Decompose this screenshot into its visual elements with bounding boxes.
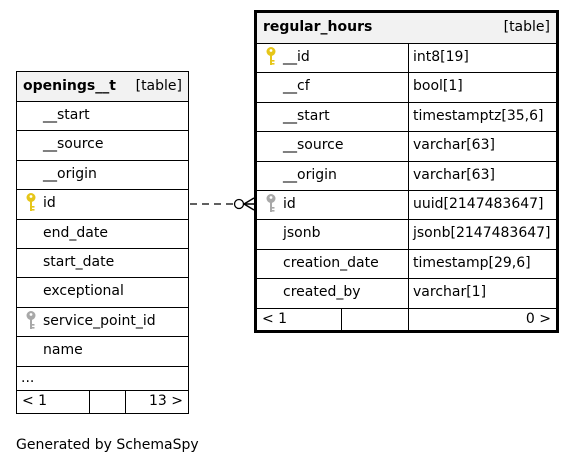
column-row-id[interactable]: __id int8[19] (257, 43, 556, 74)
table-header[interactable]: regular_hours [table] (257, 13, 556, 44)
crow-foot-lower (243, 203, 255, 211)
nav-divider (408, 307, 409, 332)
table-kind: [table] (135, 78, 182, 94)
column-row-jsonb[interactable]: jsonb jsonb[2147483647] (257, 219, 556, 250)
column-row-start[interactable]: __start timestamptz[35,6] (257, 101, 556, 133)
table-openings-t[interactable]: openings__t [table] __start __source __ori… (16, 71, 189, 414)
column-divider (408, 43, 409, 73)
column-row-source[interactable]: __source (17, 130, 188, 161)
more-columns[interactable]: ... (17, 366, 188, 391)
column-name[interactable]: created_by (283, 284, 361, 301)
column-divider (408, 160, 409, 190)
table-name[interactable]: regular_hours (263, 19, 373, 35)
nav-right[interactable]: 0 > (525, 310, 551, 327)
column-type: varchar[63] (413, 137, 495, 154)
column-name[interactable]: id (283, 196, 296, 212)
column-name[interactable]: end_date (43, 224, 108, 241)
column-type: timestamp[29,6] (413, 254, 531, 271)
column-name[interactable]: service_point_id (43, 312, 156, 329)
footer-text: Generated by SchemaSpy (16, 437, 199, 453)
column-name[interactable]: exceptional (43, 283, 124, 300)
column-divider (408, 278, 409, 308)
column-row-creation-date[interactable]: creation_date timestamp[29,6] (257, 248, 556, 280)
table-header[interactable]: openings__t [table] (17, 72, 188, 102)
nav-right[interactable]: 13 > (149, 392, 183, 409)
column-type: int8[19] (413, 49, 469, 65)
column-name[interactable]: __start (43, 107, 90, 123)
column-row-origin[interactable]: __origin varchar[63] (257, 160, 556, 191)
column-type: varchar[1] (413, 284, 487, 301)
nav-divider (341, 307, 342, 332)
column-row-created-by[interactable]: created_by varchar[1] (257, 278, 556, 309)
more-columns-ellipsis[interactable]: ... (21, 369, 35, 386)
column-name[interactable]: __origin (43, 165, 97, 182)
primary-key-icon (266, 47, 276, 65)
column-row-origin[interactable]: __origin (17, 160, 188, 191)
table-nav-row: < 1 0 > (257, 307, 556, 332)
table-kind: [table] (503, 19, 550, 35)
nav-left[interactable]: < 1 (262, 310, 288, 327)
column-name[interactable]: __id (283, 49, 310, 65)
foreign-key-icon (26, 310, 36, 329)
column-row-source[interactable]: __source varchar[63] (257, 131, 556, 162)
nav-left[interactable]: < 1 (22, 392, 48, 409)
column-row-id[interactable]: id (17, 189, 188, 220)
column-name[interactable]: id (43, 195, 56, 212)
column-row-service-point-id[interactable]: service_point_id (17, 307, 188, 338)
column-name[interactable]: __start (283, 107, 330, 124)
column-row-start[interactable]: __start (17, 101, 188, 132)
column-divider (408, 101, 409, 132)
column-divider (408, 219, 409, 249)
column-name[interactable]: name (43, 342, 83, 359)
column-divider (408, 131, 409, 161)
foreign-key-icon (266, 194, 276, 212)
column-name[interactable]: __cf (283, 78, 310, 95)
column-name[interactable]: creation_date (283, 254, 379, 271)
table-name[interactable]: openings__t (23, 78, 116, 94)
column-row-id[interactable]: id uuid[2147483647] (257, 190, 556, 221)
crow-foot-upper (243, 197, 255, 205)
nav-divider (89, 389, 90, 413)
column-type: bool[1] (413, 78, 463, 95)
column-row-cf[interactable]: __cf bool[1] (257, 72, 556, 103)
primary-key-icon (26, 193, 36, 212)
column-name[interactable]: jsonb (283, 225, 321, 242)
column-row-name[interactable]: name (17, 336, 188, 367)
nav-divider (125, 389, 126, 413)
column-row-start-date[interactable]: start_date (17, 248, 188, 279)
column-name[interactable]: start_date (43, 254, 115, 270)
column-name[interactable]: __origin (283, 166, 337, 183)
table-nav-row: < 1 13 > (17, 389, 188, 413)
column-divider (408, 190, 409, 220)
column-type: timestamptz[35,6] (413, 107, 544, 124)
column-divider (408, 248, 409, 279)
column-row-end-date[interactable]: end_date (17, 219, 188, 249)
column-divider (408, 72, 409, 102)
column-name[interactable]: __source (283, 137, 344, 154)
column-type: uuid[2147483647] (413, 196, 544, 212)
column-row-exceptional[interactable]: exceptional (17, 277, 188, 308)
column-type: jsonb[2147483647] (413, 225, 551, 242)
column-name[interactable]: __source (43, 136, 104, 153)
table-regular-hours[interactable]: regular_hours [table] __id int8[19] __cf bo… (254, 10, 559, 333)
zero-or-many-circle (233, 198, 245, 210)
column-type: varchar[63] (413, 166, 495, 183)
